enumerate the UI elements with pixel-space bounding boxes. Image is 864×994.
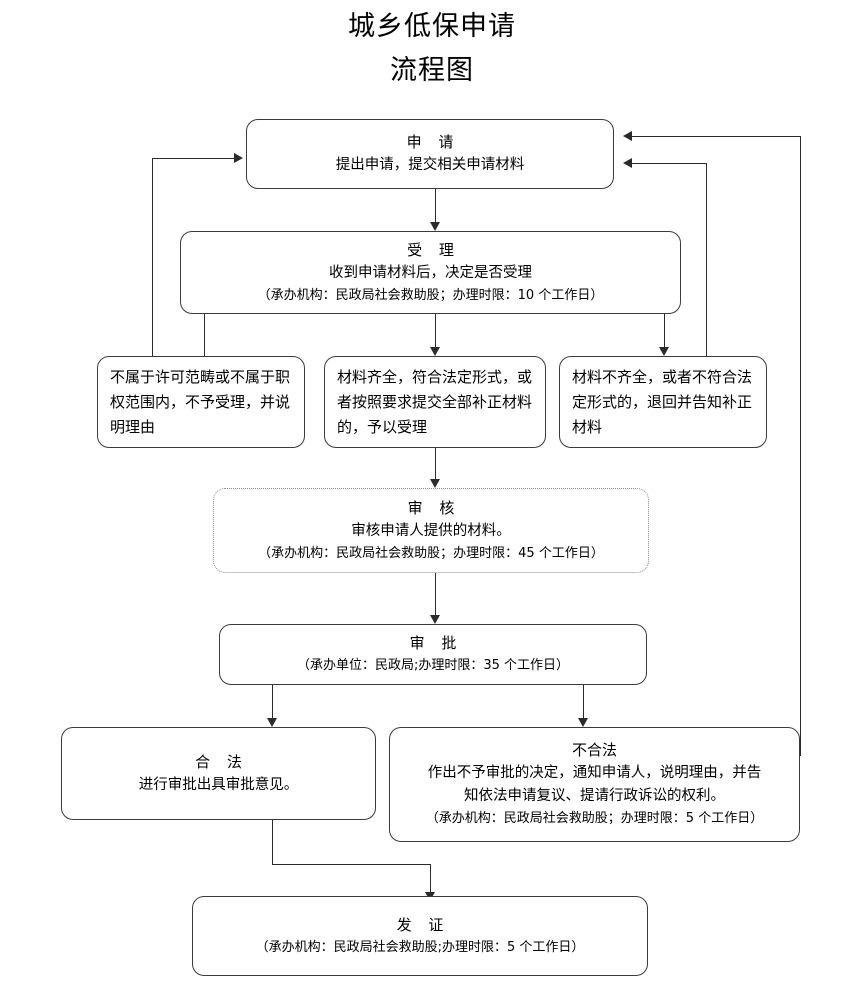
edge-return-incomplete-back-arrow <box>623 158 632 168</box>
edge-legal-to-issue-vertical-a <box>272 820 273 865</box>
edge-approve-to-illegal-arrow <box>578 718 588 727</box>
edge-accept-ok-to-review-arrow <box>430 479 440 488</box>
node-illegal-meta: （承办机构：民政局社会救助股；办理时限：5 个工作日） <box>425 811 764 826</box>
node-review[interactable]: 审 核 审核申请人提供的材料。 （承办机构：民政局社会救助股；办理时限：45 个… <box>213 488 649 573</box>
node-return-incomplete-text: 材料不齐全，或者不符合法定形式的，退回并告知补正材料 <box>572 367 753 436</box>
node-issue-meta: （承办机构：民政局社会救助股;办理时限：5 个工作日） <box>255 939 585 955</box>
edge-legal-to-issue-horizontal <box>272 864 431 865</box>
node-return-incomplete[interactable]: 材料不齐全，或者不符合法定形式的，退回并告知补正材料 <box>559 356 767 448</box>
page-title-line-1: 城乡低保申请 <box>348 11 516 42</box>
node-accept-meta: （承办机构：民政局社会救助股；办理时限：10 个工作日） <box>257 287 604 303</box>
node-approve-meta: （承办单位：民政局;办理时限：35 个工作日） <box>296 658 570 673</box>
node-legal-header: 合 法 <box>195 752 248 771</box>
edge-review-to-approve-line <box>435 573 436 616</box>
edge-approve-to-legal-line <box>272 685 273 719</box>
edge-approve-to-legal-arrow <box>267 718 277 727</box>
edge-accept-to-accept-ok-arrow <box>430 347 440 356</box>
edge-illegal-back-horizontal <box>631 136 801 137</box>
node-accept-ok[interactable]: 材料齐全，符合法定形式，或者按照要求提交全部补正材料的，予以受理 <box>324 356 546 448</box>
node-illegal[interactable]: 不合法 作出不予审批的决定，通知申请人，说明理由，并告 知依法申请复议、提请行政… <box>389 727 800 842</box>
edge-accept-to-return-incomplete-arrow <box>659 347 669 356</box>
node-apply[interactable]: 申 请 提出申请，提交相关申请材料 <box>246 119 614 189</box>
edge-accept-mid-stub <box>435 314 436 348</box>
node-legal[interactable]: 合 法 进行审批出具审批意见。 <box>61 727 376 820</box>
node-approve[interactable]: 审 批 （承办单位：民政局;办理时限：35 个工作日） <box>219 624 647 685</box>
node-reject-scope[interactable]: 不属于许可范畴或不属于职权范围内，不予受理，并说明理由 <box>97 356 305 448</box>
node-review-header: 审 核 <box>407 498 461 517</box>
edge-illegal-back-arrow <box>623 131 632 141</box>
node-accept-line-1: 收到申请材料后，决定是否受理 <box>329 264 532 281</box>
node-accept-ok-text: 材料齐全，符合法定形式，或者按照要求提交全部补正材料的，予以受理 <box>337 367 533 436</box>
edge-reject-scope-back-vertical <box>152 158 153 356</box>
edge-reject-scope-back-horizontal <box>152 158 235 159</box>
edge-return-incomplete-back-horizontal <box>631 163 707 164</box>
edge-review-to-approve-arrow <box>430 615 440 624</box>
edge-legal-to-issue-vertical-b <box>430 864 431 893</box>
node-review-meta: （承办机构：民政局社会救助股；办理时限：45 个工作日） <box>258 545 604 561</box>
edge-accept-right-stub <box>664 314 665 348</box>
edge-approve-to-illegal-line <box>583 685 584 719</box>
node-apply-header: 申 请 <box>406 133 460 151</box>
edge-illegal-back-vertical <box>800 136 801 756</box>
node-review-line-1: 审核申请人提供的材料。 <box>351 522 511 539</box>
node-issue[interactable]: 发 证 （承办机构：民政局社会救助股;办理时限：5 个工作日） <box>192 896 648 976</box>
edge-apply-to-accept-line <box>435 189 436 223</box>
node-approve-header: 审 批 <box>409 634 463 652</box>
node-illegal-line-1: 作出不予审批的决定，通知申请人，说明理由，并告 <box>427 765 762 781</box>
node-accept-header: 受 理 <box>407 240 460 259</box>
node-illegal-header: 不合法 <box>571 741 617 759</box>
node-illegal-line-2: 知依法申请复议、提请行政诉讼的权利。 <box>464 788 725 804</box>
edge-accept-ok-to-review-line <box>435 448 436 480</box>
node-accept[interactable]: 受 理 收到申请材料后，决定是否受理 （承办机构：民政局社会救助股；办理时限：1… <box>180 231 681 314</box>
node-reject-scope-text: 不属于许可范畴或不属于职权范围内，不予受理，并说明理由 <box>110 367 291 436</box>
node-apply-line-1: 提出申请，提交相关申请材料 <box>335 157 525 173</box>
node-issue-header: 发 证 <box>396 915 450 934</box>
edge-reject-scope-back-arrow <box>234 153 243 163</box>
edge-accept-left-stub <box>204 314 205 356</box>
edge-apply-to-accept-arrow <box>430 222 440 231</box>
page-title-line-2: 流程图 <box>390 55 474 86</box>
node-legal-line-1: 进行审批出具审批意见。 <box>138 776 299 793</box>
edge-return-incomplete-back-vertical <box>706 163 707 448</box>
